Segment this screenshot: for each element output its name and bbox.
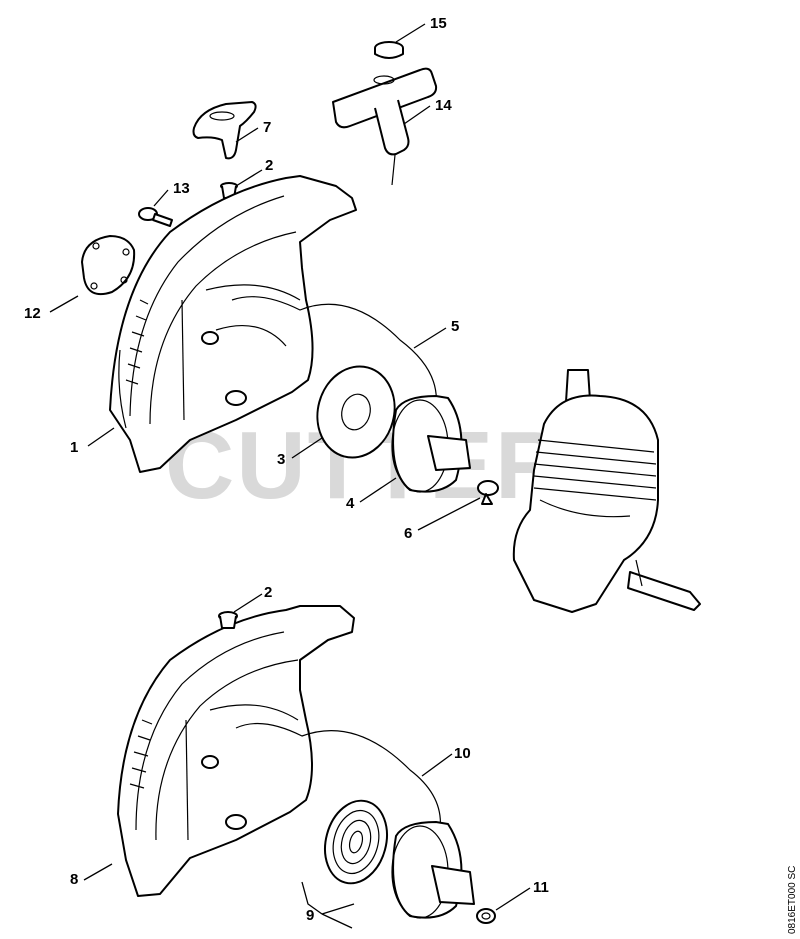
callout-14: 14 (435, 97, 452, 114)
engine-cylinder-icon (512, 369, 701, 613)
callout-15: 15 (430, 15, 447, 32)
callout-2-upper: 2 (265, 157, 273, 174)
part-5-rope-icon (231, 296, 437, 407)
callout-10: 10 (454, 745, 471, 762)
part-7-grip-icon (192, 101, 257, 160)
part-1-fan-housing-icon (109, 175, 357, 473)
callout-1: 1 (70, 439, 78, 456)
callout-2-lower: 2 (264, 584, 272, 601)
part-3-disc-icon (316, 365, 396, 459)
callout-13: 13 (173, 180, 190, 197)
part-2-bushing-lower-icon (218, 611, 238, 629)
drawing-code: 0816ET000 SC (787, 866, 798, 934)
callout-7: 7 (263, 119, 271, 136)
callout-8: 8 (70, 871, 78, 888)
callout-3: 3 (277, 451, 285, 468)
part-12-plate-icon (81, 235, 136, 296)
part-8-fan-housing-icon (117, 605, 355, 897)
callout-9: 9 (306, 907, 314, 924)
part-10-rope-icon (235, 722, 442, 831)
callout-4: 4 (346, 495, 355, 512)
part-9-spring-icon (324, 799, 388, 885)
callout-6: 6 (404, 525, 412, 542)
callout-5: 5 (451, 318, 459, 335)
part-6-screw-icon (477, 480, 499, 505)
part-14-handle-icon (332, 67, 438, 186)
part-13-screw-icon (138, 207, 173, 227)
callout-12: 12 (24, 305, 41, 322)
part-15-cap-icon (374, 41, 404, 59)
callout-11: 11 (533, 879, 549, 896)
part-4-rotor-icon (391, 395, 471, 493)
rope-rotor-lower-icon (391, 821, 475, 919)
part-11-nut-icon (476, 908, 496, 924)
